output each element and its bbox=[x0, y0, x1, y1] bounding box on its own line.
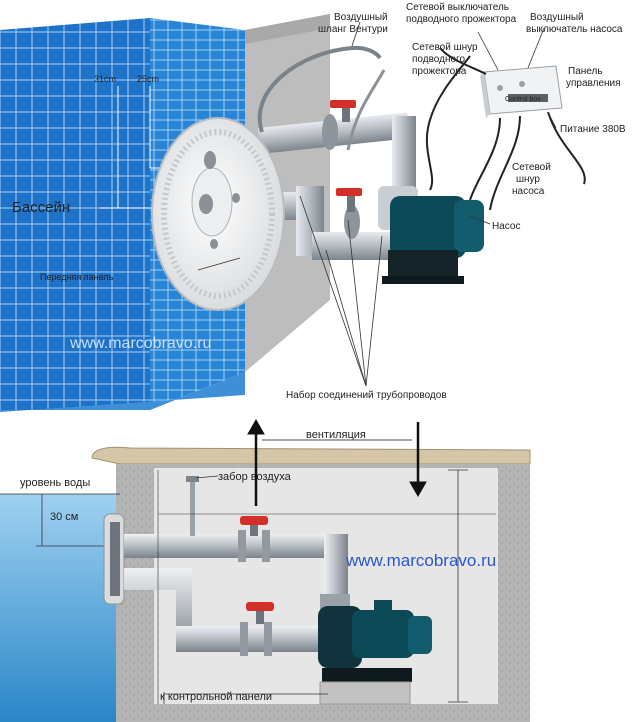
light-switch-label: Сетевой выключатель подводного прожектор… bbox=[406, 2, 517, 25]
venturi-hose bbox=[257, 45, 382, 133]
power-label: Питание 380В bbox=[560, 124, 626, 135]
skimmer-faceplate bbox=[103, 513, 125, 605]
pool-label: Бассейн bbox=[12, 199, 70, 216]
leader-lines bbox=[197, 21, 557, 387]
venturi-hose-label: Воздушный шланг Вентури bbox=[318, 12, 390, 35]
top-watermark: www.marcobravo.ru bbox=[69, 335, 211, 352]
valve-upper bbox=[330, 100, 356, 122]
schematic-valve-lower bbox=[246, 602, 274, 624]
pipe-set-label: Набор соединений трубопроводов bbox=[286, 389, 447, 401]
pipes bbox=[258, 112, 416, 260]
light-cord-label: Сетевой шнур подводного прожектора bbox=[412, 42, 480, 77]
bottom-watermark: www.marcobravo.ru bbox=[345, 551, 496, 570]
pump-base bbox=[319, 681, 411, 705]
air-pump-switch-label: Воздушный выключатель насоса bbox=[526, 12, 623, 35]
schematic-valve-upper bbox=[240, 516, 268, 536]
front-panel-label: Передняя панель bbox=[40, 272, 114, 282]
ventilation-label: вентиляция bbox=[306, 429, 366, 441]
dim-30-label: 30 см bbox=[50, 511, 78, 523]
air-intake-pipe bbox=[186, 476, 199, 536]
power-cords bbox=[425, 47, 586, 211]
schematic-pipes bbox=[124, 530, 350, 656]
top-illustration: 31cm 25cm bbox=[0, 2, 626, 412]
dim-31-label: 31cm bbox=[94, 74, 116, 84]
bottom-schematic: уровень воды 30 см bbox=[0, 418, 640, 722]
pump bbox=[378, 186, 484, 284]
front-panel bbox=[151, 117, 285, 311]
dim-25-label: 25cm bbox=[137, 74, 159, 84]
schematic-pump bbox=[318, 600, 432, 682]
pump-cord-label: Сетевой шнур насоса bbox=[512, 162, 554, 197]
control-panel-label: Панель управления bbox=[566, 66, 621, 89]
pump-label: Насос bbox=[492, 221, 520, 232]
control-box: Control box bbox=[480, 65, 563, 118]
control-box-label: Control box bbox=[505, 96, 541, 103]
pool-water bbox=[0, 494, 116, 722]
to-control-panel-label: к контрольной панели bbox=[160, 691, 272, 703]
ground-slab bbox=[91, 446, 531, 465]
ventilation-arrows bbox=[247, 418, 427, 506]
valve-lower bbox=[336, 188, 362, 212]
water-level-label: уровень воды bbox=[20, 477, 90, 489]
